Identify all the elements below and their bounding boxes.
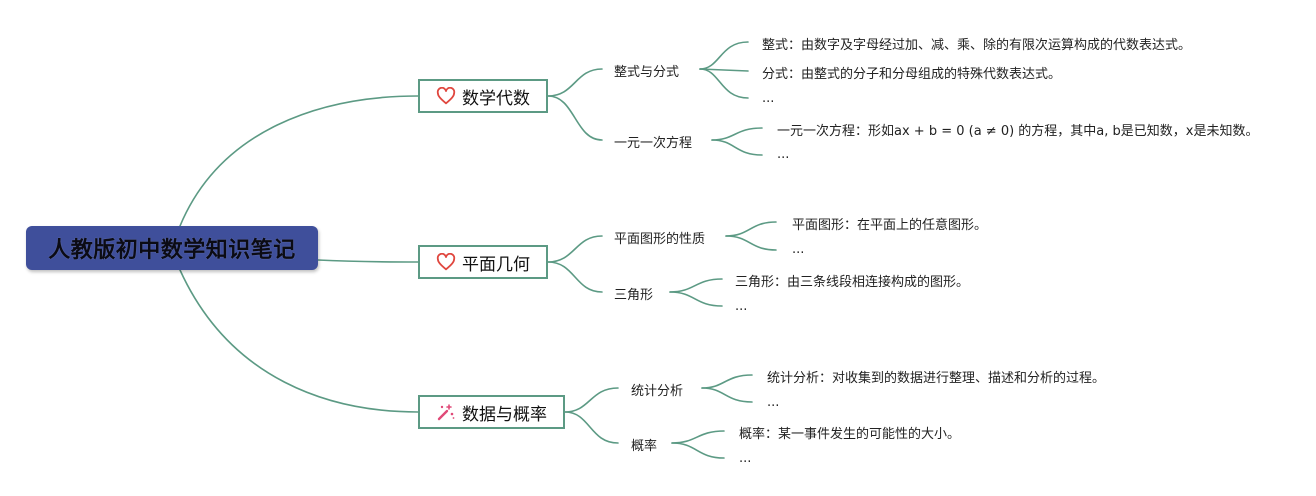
note-statistical-analysis[interactable]: 统计分析：对收集到的数据进行整理、描述和分析的过程。 xyxy=(767,371,1106,386)
topic-data-probability[interactable]: 数据与概率 xyxy=(418,395,565,429)
note-more[interactable]: ... xyxy=(762,91,775,106)
connector-geometry-sub2 xyxy=(547,261,603,293)
connector-root-probability xyxy=(179,269,419,413)
note-triangle[interactable]: 三角形：由三条线段相连接构成的图形。 xyxy=(735,275,970,290)
connector-root-geometry xyxy=(317,259,419,263)
connector-algebra-sub1 xyxy=(547,68,603,97)
note-polynomial[interactable]: 整式：由数字及字母经过加、减、乘、除的有限次运算构成的代数表达式。 xyxy=(762,38,1192,53)
subtopic-triangle[interactable]: 三角形 xyxy=(614,288,654,303)
topic-algebra[interactable]: 数学代数 xyxy=(418,79,548,113)
heart-outline-icon xyxy=(436,252,456,272)
note-more[interactable]: ... xyxy=(735,299,748,314)
subtopic-statistical-analysis[interactable]: 统计分析 xyxy=(631,384,684,399)
connector-probability-sub2 xyxy=(564,411,619,444)
note-more[interactable]: ... xyxy=(792,242,805,257)
subtopic-linear-equation[interactable]: 一元一次方程 xyxy=(614,136,693,151)
topic-data-probability-label: 数据与概率 xyxy=(462,404,547,425)
note-fraction[interactable]: 分式：由整式的分子和分母组成的特殊代数表达式。 xyxy=(762,67,1062,82)
subtopic-plane-figure-properties[interactable]: 平面图形的性质 xyxy=(614,232,706,247)
topic-plane-geometry-label: 平面几何 xyxy=(462,254,530,275)
connector-root-algebra xyxy=(179,95,419,227)
topic-algebra-label: 数学代数 xyxy=(462,88,530,109)
magic-wand-icon xyxy=(436,402,456,422)
connector-geometry-sub1 xyxy=(547,235,603,263)
note-probability[interactable]: 概率：某一事件发生的可能性的大小。 xyxy=(739,427,961,442)
note-plane-figure[interactable]: 平面图形：在平面上的任意图形。 xyxy=(792,218,988,233)
heart-outline-icon xyxy=(436,86,456,106)
note-more[interactable]: ... xyxy=(739,451,752,466)
connector-probability-sub1 xyxy=(564,387,619,413)
note-linear-equation[interactable]: 一元一次方程：形如ax + b = 0 (a ≠ 0) 的方程，其中a, b是已… xyxy=(777,124,1259,139)
connector-algebra-sub2 xyxy=(547,95,603,141)
subtopic-polynomials-fractions[interactable]: 整式与分式 xyxy=(614,65,680,80)
topic-plane-geometry[interactable]: 平面几何 xyxy=(418,245,548,279)
root-topic[interactable]: 人教版初中数学知识笔记 xyxy=(26,226,318,270)
note-more[interactable]: ... xyxy=(767,395,780,410)
root-topic-label: 人教版初中数学知识笔记 xyxy=(48,238,296,263)
note-more[interactable]: ... xyxy=(777,147,790,162)
subtopic-probability[interactable]: 概率 xyxy=(631,439,658,454)
